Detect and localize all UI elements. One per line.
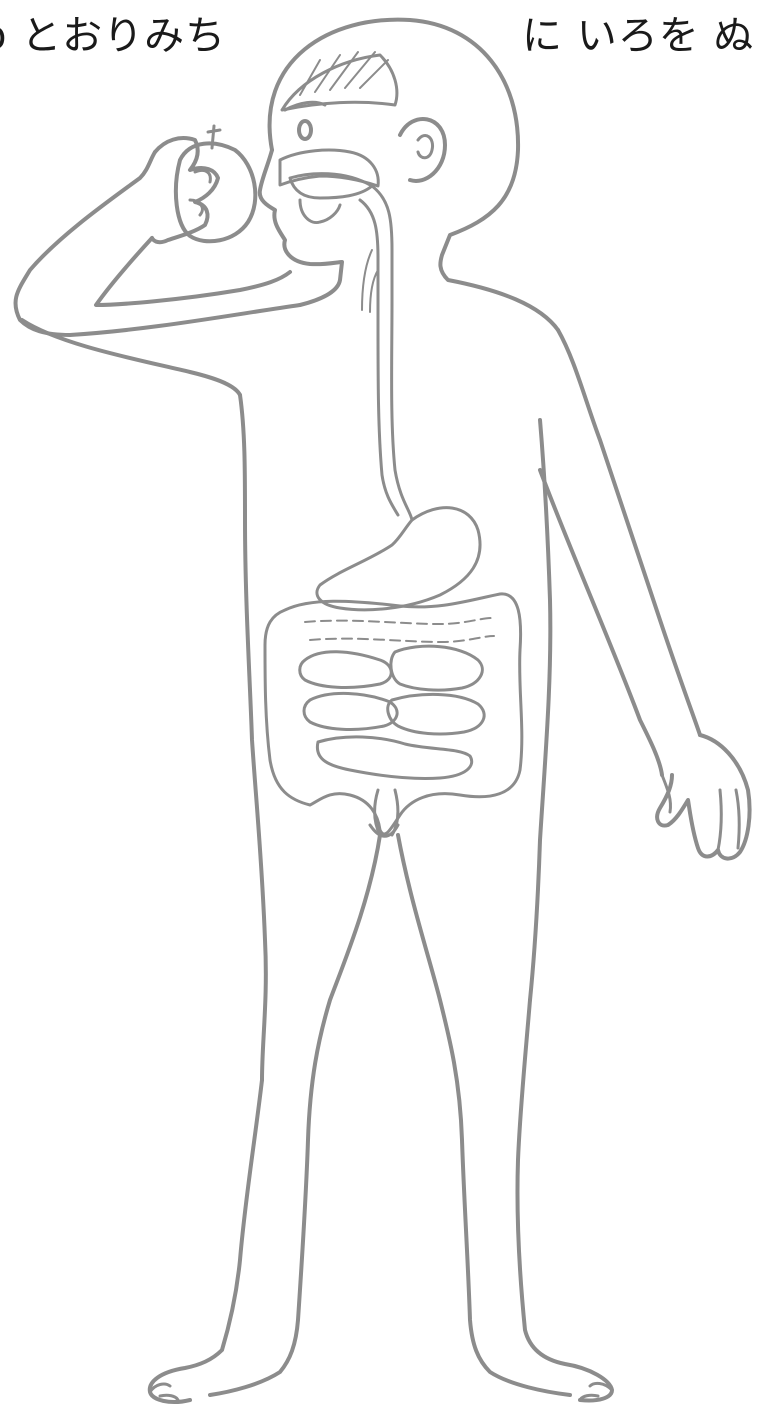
transverse-colon-dashed	[305, 618, 492, 624]
trachea-line	[362, 250, 378, 312]
small-intestine-coil-1	[300, 652, 392, 688]
torso-right-inner	[530, 420, 550, 1000]
small-intestine-coil-5	[317, 737, 471, 779]
small-intestine-coil-4	[388, 694, 484, 734]
torso-left-outline	[240, 395, 266, 1080]
hair-fringe	[282, 55, 397, 110]
torso-right-outline	[558, 330, 700, 735]
right-arm-inner	[540, 470, 662, 775]
small-intestine-coil-3	[304, 693, 397, 729]
stomach	[317, 508, 480, 610]
hair-strand	[300, 52, 388, 95]
right-leg-inner	[398, 835, 570, 1395]
transverse-colon-dashed-2	[310, 636, 494, 642]
left-leg-inner	[210, 835, 380, 1395]
right-leg-outer	[517, 1000, 612, 1401]
ear-inner	[418, 135, 433, 157]
left-leg-outer	[150, 1080, 262, 1402]
left-arm-inner	[96, 238, 290, 305]
throat	[300, 200, 340, 223]
ear	[400, 119, 445, 181]
fingers	[718, 790, 739, 850]
eye	[299, 121, 311, 139]
small-intestine-coil-2	[391, 646, 483, 690]
